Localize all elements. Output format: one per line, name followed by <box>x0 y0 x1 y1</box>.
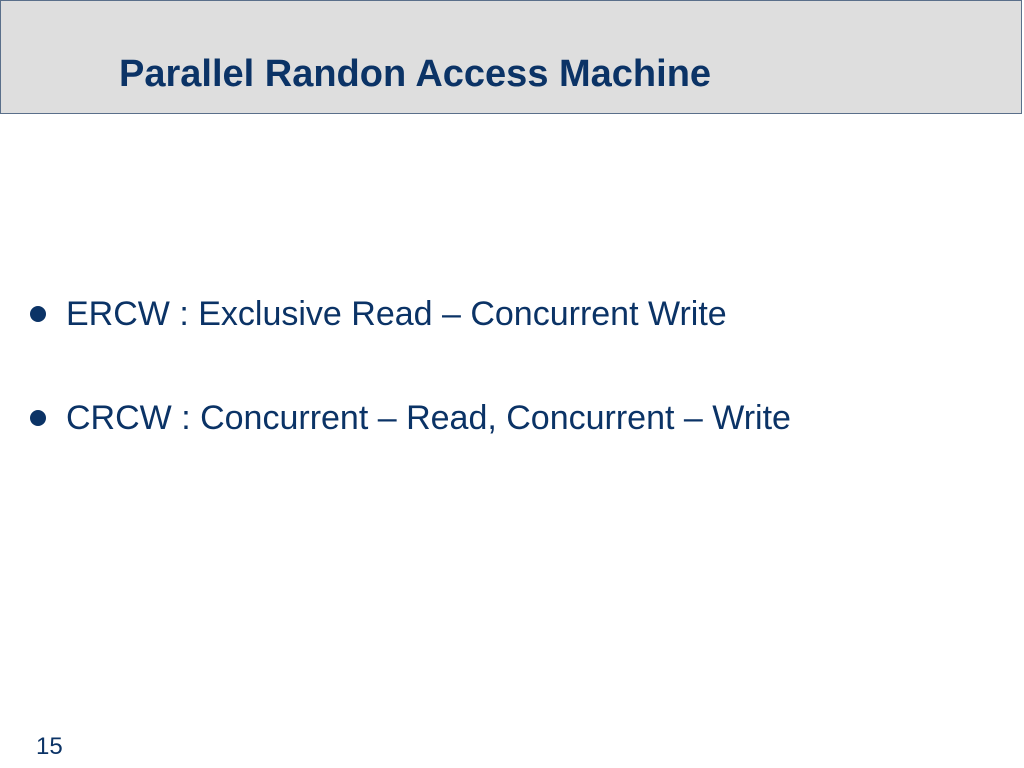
bullet-text: ERCW : Exclusive Read – Concurrent Write <box>66 295 727 333</box>
title-bar: Parallel Randon Access Machine <box>0 0 1022 114</box>
bullet-item-ercw: ERCW : Exclusive Read – Concurrent Write <box>30 292 727 336</box>
bullet-item-crcw: CRCW : Concurrent – Read, Concurrent – W… <box>30 396 791 440</box>
bullet-dot-icon <box>30 410 46 426</box>
bullet-text: CRCW : Concurrent – Read, Concurrent – W… <box>66 399 791 437</box>
bullet-dot-icon <box>30 306 46 322</box>
slide-title: Parallel Randon Access Machine <box>119 53 712 95</box>
page-number: 15 <box>36 733 63 760</box>
